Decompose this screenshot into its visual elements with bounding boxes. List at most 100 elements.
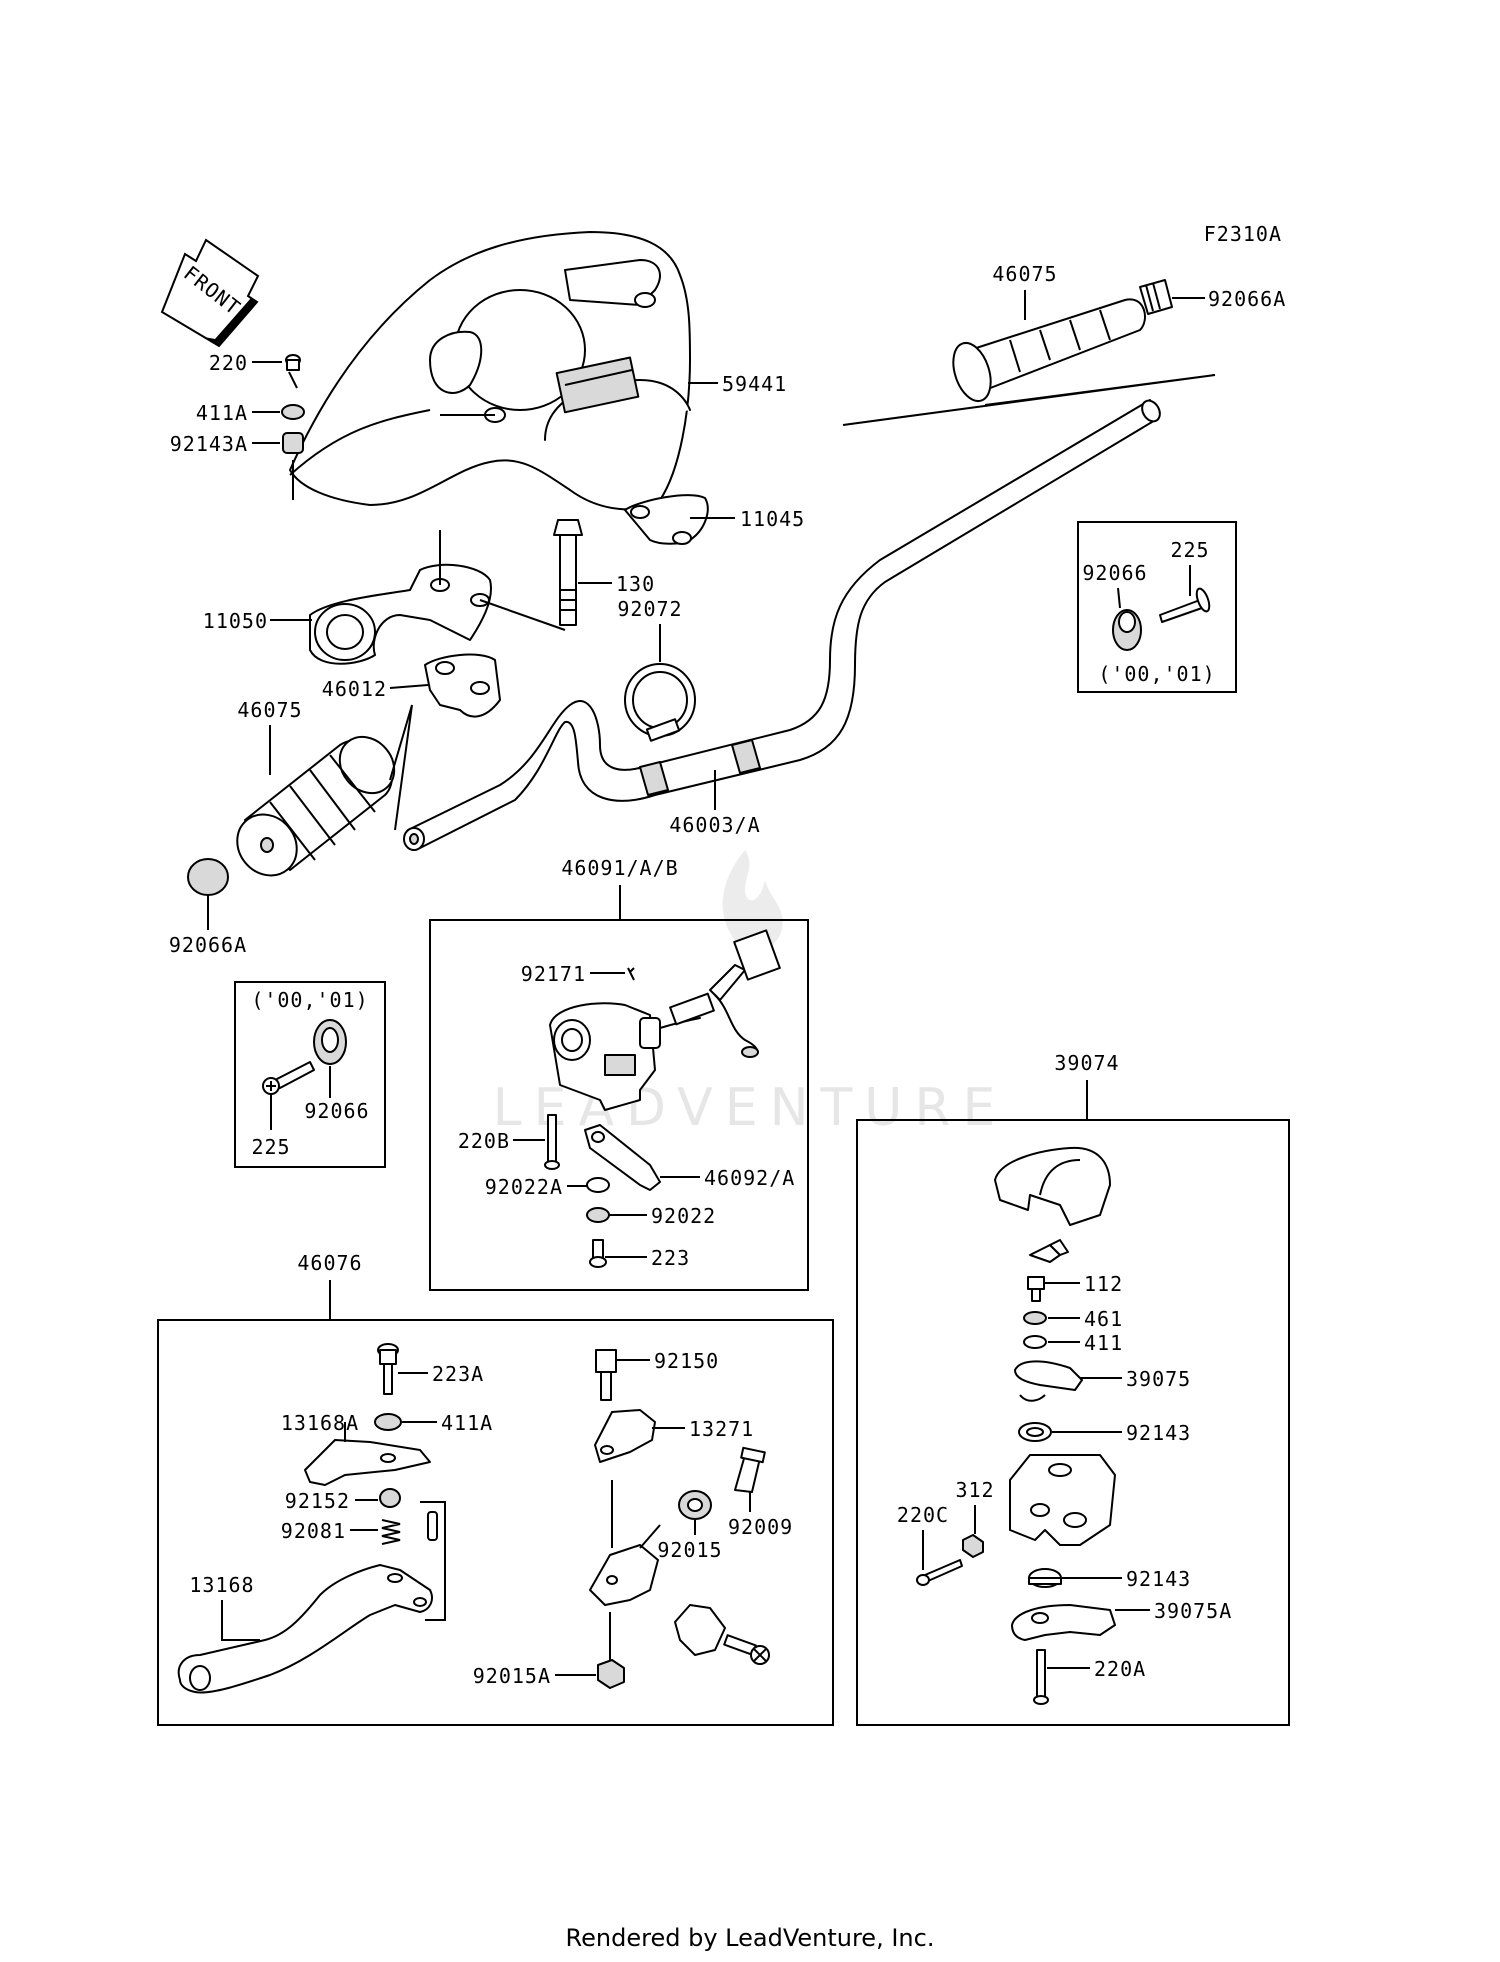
label-39075a: 39075A: [1154, 1599, 1232, 1623]
screw-223-part: [589, 1239, 607, 1268]
watermark-flame-icon: [722, 850, 783, 951]
band-92072-part: [624, 663, 696, 742]
washer-411-part: [1023, 1335, 1047, 1349]
label-225-left: 225: [251, 1135, 290, 1159]
screw-220a-part: [1033, 1649, 1049, 1705]
label-92072: 92072: [617, 597, 682, 621]
label-92143-b: 92143: [1126, 1567, 1191, 1591]
label-92081: 92081: [281, 1519, 346, 1543]
label-92171: 92171: [521, 962, 586, 986]
label-112: 112: [1084, 1272, 1123, 1296]
lever-13168-part: [177, 1564, 433, 1694]
label-92066-left: 92066: [304, 1099, 369, 1123]
label-46091: 46091/A/B: [561, 856, 678, 880]
label-92150: 92150: [654, 1349, 719, 1373]
label-130: 130: [616, 572, 655, 596]
label-92066a-right: 92066A: [1208, 287, 1286, 311]
bolt-223a-part: [377, 1343, 399, 1395]
bolt-130-part: [553, 519, 583, 626]
grip-46075-left-part: [236, 735, 396, 877]
label-59441: 59441: [722, 372, 787, 396]
throttle-assembly-box: [856, 1119, 1290, 1726]
label-92066a-left: 92066A: [169, 933, 247, 957]
label-13168: 13168: [189, 1573, 254, 1597]
label-225-right: 225: [1170, 538, 1209, 562]
screw-225-right-part: [1159, 587, 1211, 623]
label-411a-mid: 411A: [441, 1411, 493, 1435]
label-92015: 92015: [657, 1538, 722, 1562]
label-92152: 92152: [285, 1489, 350, 1513]
figure-code: F2310A: [1204, 222, 1282, 246]
arm-39075a-part: [1011, 1604, 1116, 1641]
label-39074: 39074: [1054, 1051, 1119, 1075]
label-46075-left: 46075: [237, 698, 302, 722]
end-cap-92066a-left-part: [187, 858, 229, 896]
grip-46075-right-part: [952, 298, 1146, 403]
pin-part: [427, 1511, 438, 1541]
label-92022a: 92022A: [485, 1175, 563, 1199]
lever-bracket-part: [589, 1544, 770, 1665]
label-223: 223: [651, 1246, 690, 1270]
front-arrow-icon: FRONT: [160, 238, 260, 348]
screw-part: [723, 1634, 770, 1665]
label-220b: 220B: [458, 1129, 510, 1153]
label-13271: 13271: [689, 1417, 754, 1441]
clip-92171-part: [627, 967, 635, 981]
screw-220b-part: [544, 1114, 560, 1170]
switch-housing-46091-part: [549, 1002, 661, 1111]
handlebar-46003-part: [403, 399, 1161, 851]
plate-13168a-part: [304, 1439, 431, 1486]
washer-411a-mid-part: [374, 1413, 402, 1431]
label-461: 461: [1084, 1307, 1123, 1331]
label-92009: 92009: [728, 1515, 793, 1539]
wire-harness-connector-part: [659, 929, 781, 1058]
meter-cover-part: [289, 231, 691, 511]
bolt-92150-part: [595, 1349, 617, 1401]
variant-box-left: [234, 981, 386, 1168]
label-11045: 11045: [740, 507, 805, 531]
variant-box-right: [1077, 521, 1237, 693]
screw-225-left-part: [262, 1061, 315, 1095]
locknut-92015-part: [678, 1490, 712, 1520]
end-weight-92066-left-part: [313, 1019, 347, 1065]
spring-92081-part: [381, 1519, 401, 1545]
label-92143-a: 92143: [1126, 1421, 1191, 1445]
clamp-46012-part: [424, 653, 501, 718]
throttle-case-part: [1009, 1454, 1116, 1546]
throttle-cover-part: [994, 1146, 1111, 1226]
label-92015a: 92015A: [473, 1664, 551, 1688]
adjuster-92009-part: [734, 1446, 766, 1493]
washer-92022a-part: [586, 1177, 610, 1193]
lock-washer-461-part: [1023, 1311, 1047, 1325]
washer-411a-part: [281, 404, 305, 420]
arm-39075-part: [1014, 1360, 1083, 1402]
label-220c: 220C: [897, 1503, 949, 1527]
washer-92022-part: [586, 1207, 610, 1223]
label-39075: 39075: [1126, 1367, 1191, 1391]
seal-92143-b-part: [1028, 1568, 1062, 1588]
label-13168a: 13168A: [281, 1411, 359, 1435]
label-46092a: 46092/A: [704, 1166, 795, 1190]
label-46003a: 46003/A: [669, 813, 760, 837]
holder-11050-part: [309, 563, 492, 665]
lever-46092-part: [584, 1124, 661, 1191]
label-92022: 92022: [651, 1204, 716, 1228]
years-label-right: ('00,'01): [1098, 662, 1215, 686]
footer-credit: Rendered by LeadVenture, Inc.: [565, 1924, 935, 1952]
nut-92152-part: [379, 1488, 401, 1508]
nut-92015a-part: [597, 1659, 625, 1689]
throttle-link-part: [1029, 1239, 1069, 1263]
bracket-13271-part: [594, 1409, 656, 1463]
bolt-112-part: [1027, 1276, 1045, 1302]
label-92143a: 92143A: [170, 432, 248, 456]
bolt-220-part: [285, 354, 301, 389]
label-46012: 46012: [322, 677, 387, 701]
screw-220c-part: [916, 1559, 963, 1586]
lever-assembly-box: [157, 1319, 834, 1726]
label-220: 220: [209, 351, 248, 375]
label-411a-top: 411A: [196, 401, 248, 425]
label-92066-right: 92066: [1082, 561, 1147, 585]
label-411: 411: [1084, 1331, 1123, 1355]
